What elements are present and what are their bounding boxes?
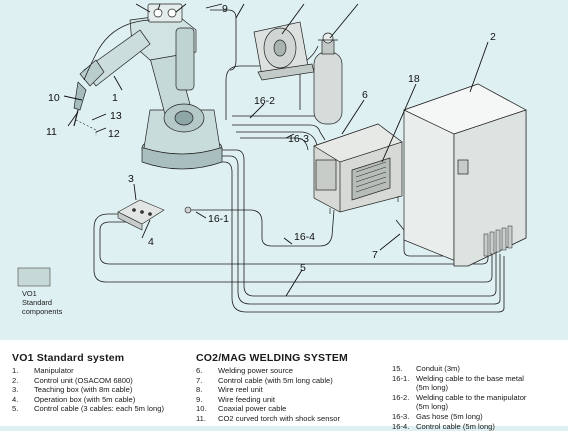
legend-item-number xyxy=(392,383,416,393)
label-4: 4 xyxy=(148,236,154,248)
legend-item: 5. Control cable (3 cables: each 5m long) xyxy=(12,404,164,414)
legend-item-number: 16-3. xyxy=(392,411,410,421)
label-18: 18 xyxy=(408,73,420,85)
legend-item-text: Coaxial power cable xyxy=(218,404,287,414)
legend-item: 7. Control cable (with 5m long cable) xyxy=(196,376,348,386)
legend-item-text: Manipulator xyxy=(34,366,74,375)
legend-item-number: 7. xyxy=(196,375,203,385)
legend-item: 4. Operation box (with 5m cable) xyxy=(12,395,164,405)
legend-item-number: 6. xyxy=(196,366,203,375)
legend-item: (5m long) xyxy=(392,402,526,412)
legend-item-number: 16-4. xyxy=(392,421,410,431)
legend-item-text: Wire feeding unit xyxy=(218,394,275,404)
legend-item-text: Operation box (with 5m cable) xyxy=(34,394,136,404)
legend-item-number: 5. xyxy=(12,404,19,414)
legend-item-number: 4. xyxy=(12,394,19,404)
label-12: 12 xyxy=(108,128,120,140)
legend-item: 8. Wire reel unit xyxy=(196,385,348,395)
callout-labels: 1 2 3 4 5 6 7 9 10 11 12 13 18 16-1 16-2… xyxy=(46,3,496,274)
legend-item: 16-2. Welding cable to the manipulator xyxy=(392,393,526,403)
legend-line-3: components xyxy=(22,306,63,316)
legend-item-number: 1. xyxy=(12,366,19,375)
welding-system-list: CO2/MAG WELDING SYSTEM 6. Welding power s… xyxy=(196,352,348,424)
legend-item-text: Control unit (OSACOM 6800) xyxy=(34,375,133,385)
label-10: 10 xyxy=(48,92,60,104)
legend-item-text: Control cable (3 cables: each 5m long) xyxy=(34,404,165,414)
legend-item: 10. Coaxial power cable xyxy=(196,404,348,414)
manipulator-robot xyxy=(73,3,223,170)
legend-item-text: Wire reel unit xyxy=(218,385,263,395)
legend-item: (5m long) xyxy=(392,383,526,393)
label-1: 1 xyxy=(112,92,118,104)
legend-item: 16-3. Gas hose (5m long) xyxy=(392,412,526,422)
legend-item: 11. CO2 curved torch with shock sensor xyxy=(196,414,348,424)
label-6: 6 xyxy=(362,89,368,101)
legend-item-text: CO2 curved torch with shock sensor xyxy=(218,413,340,423)
legend-item-text: Teaching box (with 8m cable) xyxy=(34,385,133,395)
legend-item: 3. Teaching box (with 8m cable) xyxy=(12,385,164,395)
legend-item: 16-1. Welding cable to the base metal xyxy=(392,374,526,384)
label-16-1: 16-1 xyxy=(208,213,229,225)
wire-reel-unit xyxy=(253,21,315,81)
legend-item-text: Control cable (with 5m long cable) xyxy=(218,375,333,385)
vo1-standard-list: VO1 Standard system 1. Manipulator 2. Contr… xyxy=(12,352,164,414)
callout-lines xyxy=(63,3,489,297)
legend-item-number: 16-2. xyxy=(392,392,410,402)
label-16-2: 16-2 xyxy=(254,95,275,107)
label-7: 7 xyxy=(372,249,378,261)
legend-item-number: 8. xyxy=(196,385,203,395)
legend-item-number xyxy=(392,402,416,412)
legend-item-number: 2. xyxy=(12,375,19,385)
teaching-box xyxy=(117,199,165,231)
welding-title: CO2/MAG WELDING SYSTEM xyxy=(196,352,348,364)
legend-item: 1. Manipulator xyxy=(12,366,164,376)
legend-line-1: VO1 xyxy=(22,289,37,298)
legend-item-number: 16-1. xyxy=(392,373,410,383)
legend-item-number: 11. xyxy=(196,413,206,423)
legend-item-text: Welding power source xyxy=(218,366,293,375)
legend-item-text: (5m long) xyxy=(416,383,449,393)
legend-item-text: Gas hose (5m long) xyxy=(416,411,483,421)
legend-item-text: Welding cable to the manipulator xyxy=(416,392,527,402)
legend-item-number: 10. xyxy=(196,404,207,414)
legend-item-number: 3. xyxy=(12,385,19,395)
label-2: 2 xyxy=(490,31,496,43)
legend-item-text: Control cable (5m long) xyxy=(416,421,495,431)
vo1-title: VO1 Standard system xyxy=(12,352,125,364)
cables-list: 15. Conduit (3m) 16-1. Welding cable to the… xyxy=(392,364,526,431)
label-16-4: 16-4 xyxy=(294,231,315,243)
control-unit-cabinet xyxy=(403,83,527,267)
legend-item: 2. Control unit (OSACOM 6800) xyxy=(12,376,164,386)
legend-item: 16-4. Control cable (5m long) xyxy=(392,422,526,431)
legend-swatch xyxy=(17,267,51,287)
label-9: 9 xyxy=(222,3,228,15)
system-diagram: 1 2 3 4 5 6 7 9 10 11 12 13 18 16-1 16-2… xyxy=(17,3,527,313)
legend-item-text: (5m long) xyxy=(416,402,449,412)
label-5: 5 xyxy=(300,262,306,274)
legend-item-text: Conduit (3m) xyxy=(416,364,460,373)
legend-item-number: 15. xyxy=(392,364,403,373)
legend-box-label: VO1 Standard components xyxy=(22,289,63,316)
legend-item: 15. Conduit (3m) xyxy=(392,364,526,374)
label-16-3: 16-3 xyxy=(288,133,309,145)
legend-item: 6. Welding power source xyxy=(196,366,348,376)
legend-item-text: Welding cable to the base metal xyxy=(416,373,524,383)
legend-line-2: Standard xyxy=(22,297,52,307)
parts-legend: VO1 Standard system 1. Manipulator 2. Contr… xyxy=(0,340,568,431)
gas-cylinder xyxy=(313,32,343,125)
legend-item-number: 9. xyxy=(196,394,203,404)
label-11: 11 xyxy=(46,126,57,138)
welding-power-source xyxy=(313,123,403,214)
label-3: 3 xyxy=(128,173,134,185)
label-13: 13 xyxy=(110,110,122,122)
legend-item: 9. Wire feeding unit xyxy=(196,395,348,405)
